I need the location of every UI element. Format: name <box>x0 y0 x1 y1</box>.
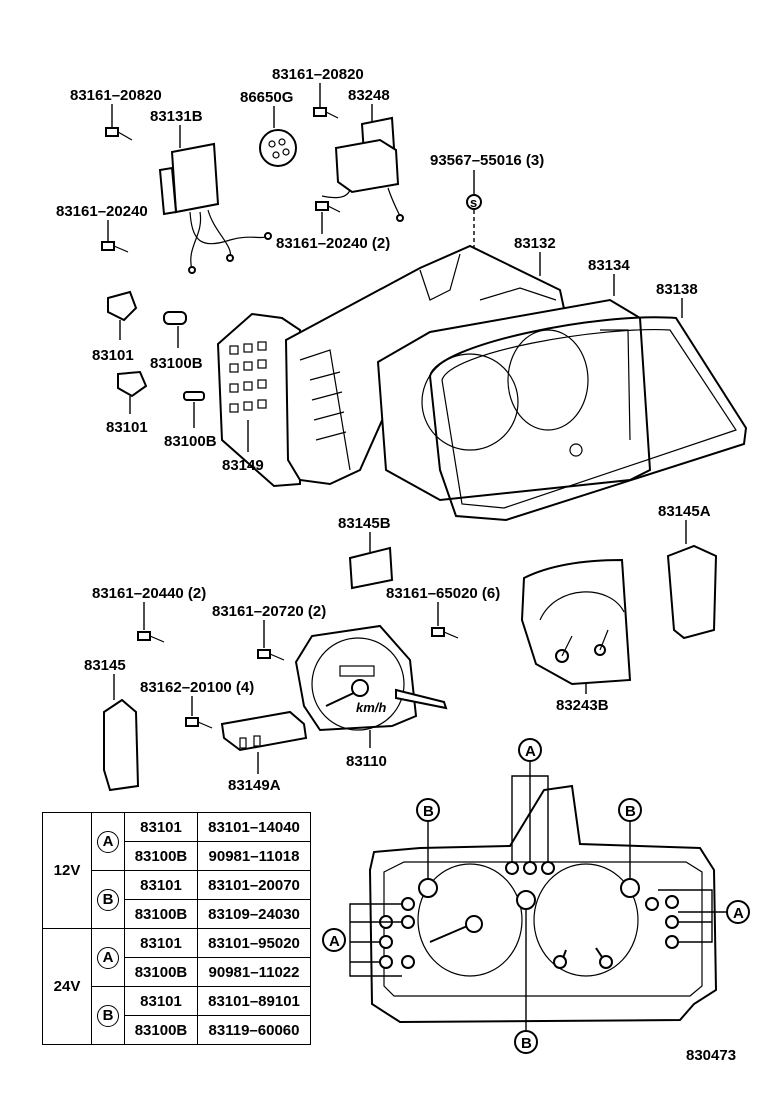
bracket-83131b-part <box>158 142 272 274</box>
callout-board-83149a: 83149A <box>228 777 281 794</box>
callout-screw-65020: 83161–65020 (6) <box>386 585 500 602</box>
bulb-parts-table: 12V A 83101 83101–14040 83100B 90981–110… <box>42 812 311 1045</box>
callout-panel-83134: 83134 <box>588 257 630 274</box>
screw-icon <box>185 717 213 729</box>
bulb-marker-b-left: B <box>416 798 440 822</box>
part-number-cell: 83101–89101 <box>197 986 311 1016</box>
group-cell: B <box>91 986 125 1045</box>
callout-socket-86650g: 86650G <box>240 89 293 106</box>
callout-socket-83101-b: 83101 <box>106 419 148 436</box>
part-number-cell: 90981–11018 <box>197 841 311 871</box>
diagram-id: 830473 <box>686 1047 736 1064</box>
code-cell: 83101 <box>124 928 198 958</box>
bulb-marker-b-bottom: B <box>514 1030 538 1054</box>
screw-icon <box>313 107 339 119</box>
voltage-cell: 12V <box>42 812 92 929</box>
part-number-cell: 83101–20070 <box>197 870 311 900</box>
callout-glass-83138: 83138 <box>656 281 698 298</box>
bulb-marker-b-right: B <box>618 798 642 822</box>
screw-icon <box>315 201 341 213</box>
code-cell: 83100B <box>124 1015 198 1045</box>
speedometer-83110-part: km/h <box>294 624 448 732</box>
socket-83101-part <box>117 370 148 398</box>
table-row: 83100B 90981–11022 <box>43 957 311 987</box>
voltage-cell: 24V <box>42 928 92 1045</box>
board-83149a-part <box>220 710 308 752</box>
part-number-cell: 83119–60060 <box>197 1015 311 1045</box>
code-cell: 83100B <box>124 841 198 871</box>
speedo-unit: km/h <box>356 700 386 715</box>
part-number-cell: 83109–24030 <box>197 899 311 929</box>
group-cell: A <box>91 928 125 987</box>
table-row: 83100B 83119–60060 <box>43 1015 311 1045</box>
bulb-marker-icon: s <box>466 194 482 210</box>
bulb-marker-a-left: A <box>322 928 346 952</box>
callout-socket-83101-a: 83101 <box>92 347 134 364</box>
callout-bulb-83100b-a: 83100B <box>150 355 203 372</box>
plate-83145b-part <box>348 546 394 590</box>
screw-icon <box>105 127 133 141</box>
svg-text:A: A <box>525 743 536 760</box>
callout-cover-83145: 83145 <box>84 657 126 674</box>
svg-text:s: s <box>470 195 477 210</box>
callout-board-83149: 83149 <box>222 457 264 474</box>
callout-plate-83145a: 83145A <box>658 503 711 520</box>
callout-screw-83162: 83162–20100 (4) <box>140 679 254 696</box>
table-row: 12V A 83101 83101–14040 <box>42 812 311 929</box>
callout-screw-top-left: 83161–20820 <box>70 87 162 104</box>
screw-icon <box>101 241 129 253</box>
group-cell: B <box>91 870 125 929</box>
screw-icon <box>431 627 459 639</box>
svg-text:B: B <box>521 1035 532 1052</box>
group-cell: A <box>91 812 125 871</box>
callout-screw-20720: 83161–20720 (2) <box>212 603 326 620</box>
screw-icon <box>257 649 285 661</box>
callout-gauge-83243b: 83243B <box>556 697 609 714</box>
part-number-cell: 83101–14040 <box>197 812 311 842</box>
code-cell: 83100B <box>124 957 198 987</box>
svg-text:A: A <box>329 933 340 950</box>
code-cell: 83101 <box>124 812 198 842</box>
callout-screw-83248-bottom: 83161–20240 (2) <box>276 235 390 252</box>
glass-83138-part <box>428 316 748 522</box>
table-row: B 83101 83101–20070 <box>43 870 311 929</box>
gauge-83243b-part <box>520 558 632 686</box>
callout-plate-83145b: 83145B <box>338 515 391 532</box>
bulb-83100b-part <box>163 311 187 325</box>
bulb-marker-a-right: A <box>726 900 750 924</box>
callout-case-83132: 83132 <box>514 235 556 252</box>
callout-screw-mid-left: 83161–20240 <box>56 203 148 220</box>
bulb-marker-a-top: A <box>518 738 542 762</box>
plate-83145a-part <box>666 544 718 640</box>
part-number-cell: 90981–11022 <box>197 957 311 987</box>
callout-screw-top-center: 83161–20820 <box>272 66 364 83</box>
callout-screw-20440: 83161–20440 (2) <box>92 585 206 602</box>
screw-icon <box>137 631 165 643</box>
bulb-83100b-part <box>183 391 205 401</box>
svg-text:B: B <box>625 803 636 820</box>
code-cell: 83101 <box>124 870 198 900</box>
callout-bulb-83100b-b: 83100B <box>164 433 217 450</box>
socket-86650g-part <box>259 129 297 167</box>
cover-83145-part <box>103 698 140 792</box>
table-row: 24V A 83101 83101–95020 <box>42 928 311 1045</box>
callout-speedometer-83110: 83110 <box>346 753 387 770</box>
code-cell: 83100B <box>124 899 198 929</box>
table-row: 83100B 90981–11018 <box>43 841 311 871</box>
cluster-front-view <box>368 784 718 1024</box>
svg-text:A: A <box>733 905 744 922</box>
svg-text:B: B <box>423 803 434 820</box>
code-cell: 83101 <box>124 986 198 1016</box>
callout-bulb-spec: 93567–55016 (3) <box>430 152 544 169</box>
callout-unit-83248: 83248 <box>348 87 390 104</box>
callout-bracket-83131b: 83131B <box>150 108 203 125</box>
socket-83101-part <box>107 290 138 322</box>
part-number-cell: 83101–95020 <box>197 928 311 958</box>
unit-83248-part <box>321 116 404 222</box>
